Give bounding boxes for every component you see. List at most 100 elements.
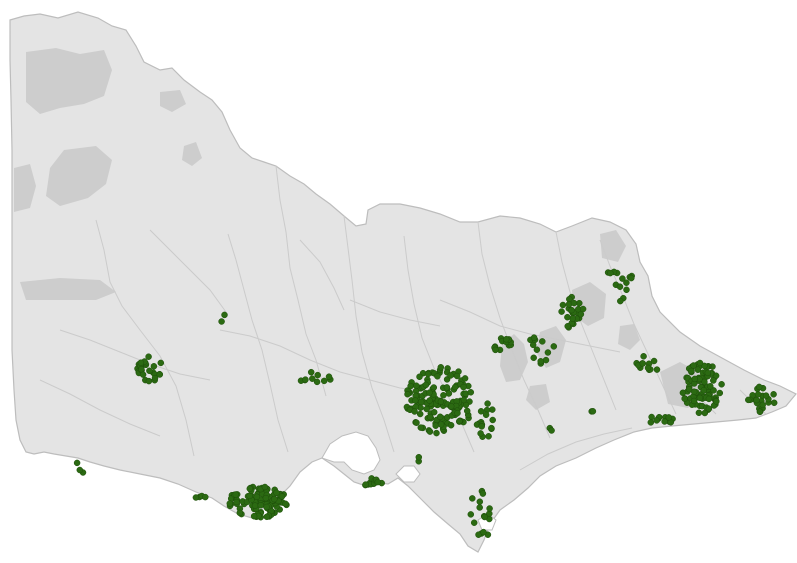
occurrence-point	[476, 504, 483, 511]
occurrence-point	[218, 318, 225, 325]
occurrence-point	[467, 389, 475, 396]
port-phillip-bay	[321, 431, 381, 475]
occurrence-point	[550, 343, 558, 350]
occurrence-point	[253, 493, 261, 501]
occurrence-point	[653, 417, 660, 424]
occurrence-point	[445, 390, 453, 397]
occurrence-point	[426, 428, 434, 435]
occurrence-point	[619, 275, 626, 282]
occurrence-point	[262, 494, 270, 502]
occurrence-point	[447, 403, 455, 410]
occurrence-point	[76, 466, 84, 474]
occurrence-point	[454, 409, 461, 417]
occurrence-point	[639, 360, 647, 367]
occurrence-point	[770, 391, 777, 398]
occurrence-point	[313, 378, 321, 386]
occurrence-point	[250, 512, 258, 520]
occurrence-point	[481, 513, 488, 521]
occurrence-point	[759, 401, 766, 409]
occurrence-point	[492, 346, 499, 354]
occurrence-point	[151, 374, 159, 382]
occurrence-point	[484, 400, 491, 407]
occurrence-point	[696, 394, 704, 402]
occurrence-point	[558, 308, 565, 315]
occurrence-point	[374, 478, 382, 486]
occurrence-point	[644, 364, 652, 372]
occurrence-point	[762, 392, 770, 399]
occurrence-point	[690, 397, 698, 405]
occurrence-point	[650, 357, 658, 365]
occurrence-point	[477, 408, 485, 415]
occurrence-point	[463, 407, 471, 415]
occurrence-point	[273, 489, 280, 497]
occurrence-point	[503, 335, 510, 343]
occurrence-point	[489, 416, 496, 424]
occurrence-point	[756, 408, 764, 416]
occurrence-point	[440, 392, 447, 399]
occurrence-point	[570, 299, 578, 307]
occurrence-point	[302, 376, 309, 383]
occurrence-point	[139, 371, 147, 378]
occurrence-point	[544, 349, 552, 356]
occurrence-point	[411, 397, 419, 404]
occurrence-point	[705, 395, 713, 403]
occurrence-point	[236, 509, 244, 517]
occurrence-point	[437, 421, 445, 428]
occurrence-point	[485, 433, 492, 440]
occurrence-point	[755, 383, 763, 391]
occurrence-point	[616, 283, 624, 290]
occurrence-point	[424, 370, 432, 378]
occurrence-point	[202, 493, 209, 501]
occurrence-point	[623, 286, 630, 294]
occurrence-point	[314, 371, 321, 379]
occurrence-point	[437, 398, 445, 405]
occurrence-point	[482, 411, 490, 419]
occurrence-point	[460, 383, 467, 391]
occurrence-point	[432, 422, 439, 429]
occurrence-point	[530, 354, 537, 362]
occurrence-point	[607, 269, 614, 277]
occurrence-point	[476, 498, 484, 505]
occurrence-point	[456, 417, 463, 425]
occurrence-point	[447, 421, 455, 429]
occurrence-point	[461, 375, 469, 382]
occurrence-point	[470, 519, 478, 526]
occurrence-point	[542, 356, 550, 364]
occurrence-point	[705, 405, 713, 412]
occurrence-point	[271, 495, 278, 503]
occurrence-point	[137, 359, 145, 366]
occurrence-point	[688, 367, 695, 375]
occurrence-point	[263, 513, 271, 521]
occurrence-point	[475, 531, 482, 538]
occurrence-point	[488, 424, 495, 432]
occurrence-point	[707, 383, 714, 390]
occurrence-point	[623, 279, 630, 286]
occurrence-point	[246, 492, 253, 500]
occurrence-point	[564, 322, 571, 330]
occurrence-point	[478, 423, 485, 430]
occurrence-point	[430, 408, 438, 416]
occurrence-point	[407, 382, 414, 390]
occurrence-point	[628, 274, 635, 282]
occurrence-point	[695, 409, 703, 417]
occurrence-point	[426, 389, 433, 396]
occurrence-point	[648, 413, 655, 421]
occurrence-point	[467, 511, 475, 518]
occurrence-point	[246, 485, 254, 492]
occurrence-point	[404, 390, 411, 398]
occurrence-point	[770, 399, 778, 407]
occurrence-point	[282, 500, 289, 508]
occurrence-point	[537, 358, 544, 365]
occurrence-point	[156, 371, 164, 378]
occurrence-point	[701, 378, 708, 386]
occurrence-point	[568, 306, 575, 314]
occurrence-point	[451, 383, 459, 391]
occurrence-point	[73, 459, 81, 467]
occurrence-point	[696, 359, 704, 367]
occurrence-point	[447, 372, 454, 379]
occurrence-point	[145, 377, 153, 385]
occurrence-point	[661, 418, 668, 425]
occurrence-point	[157, 359, 165, 367]
